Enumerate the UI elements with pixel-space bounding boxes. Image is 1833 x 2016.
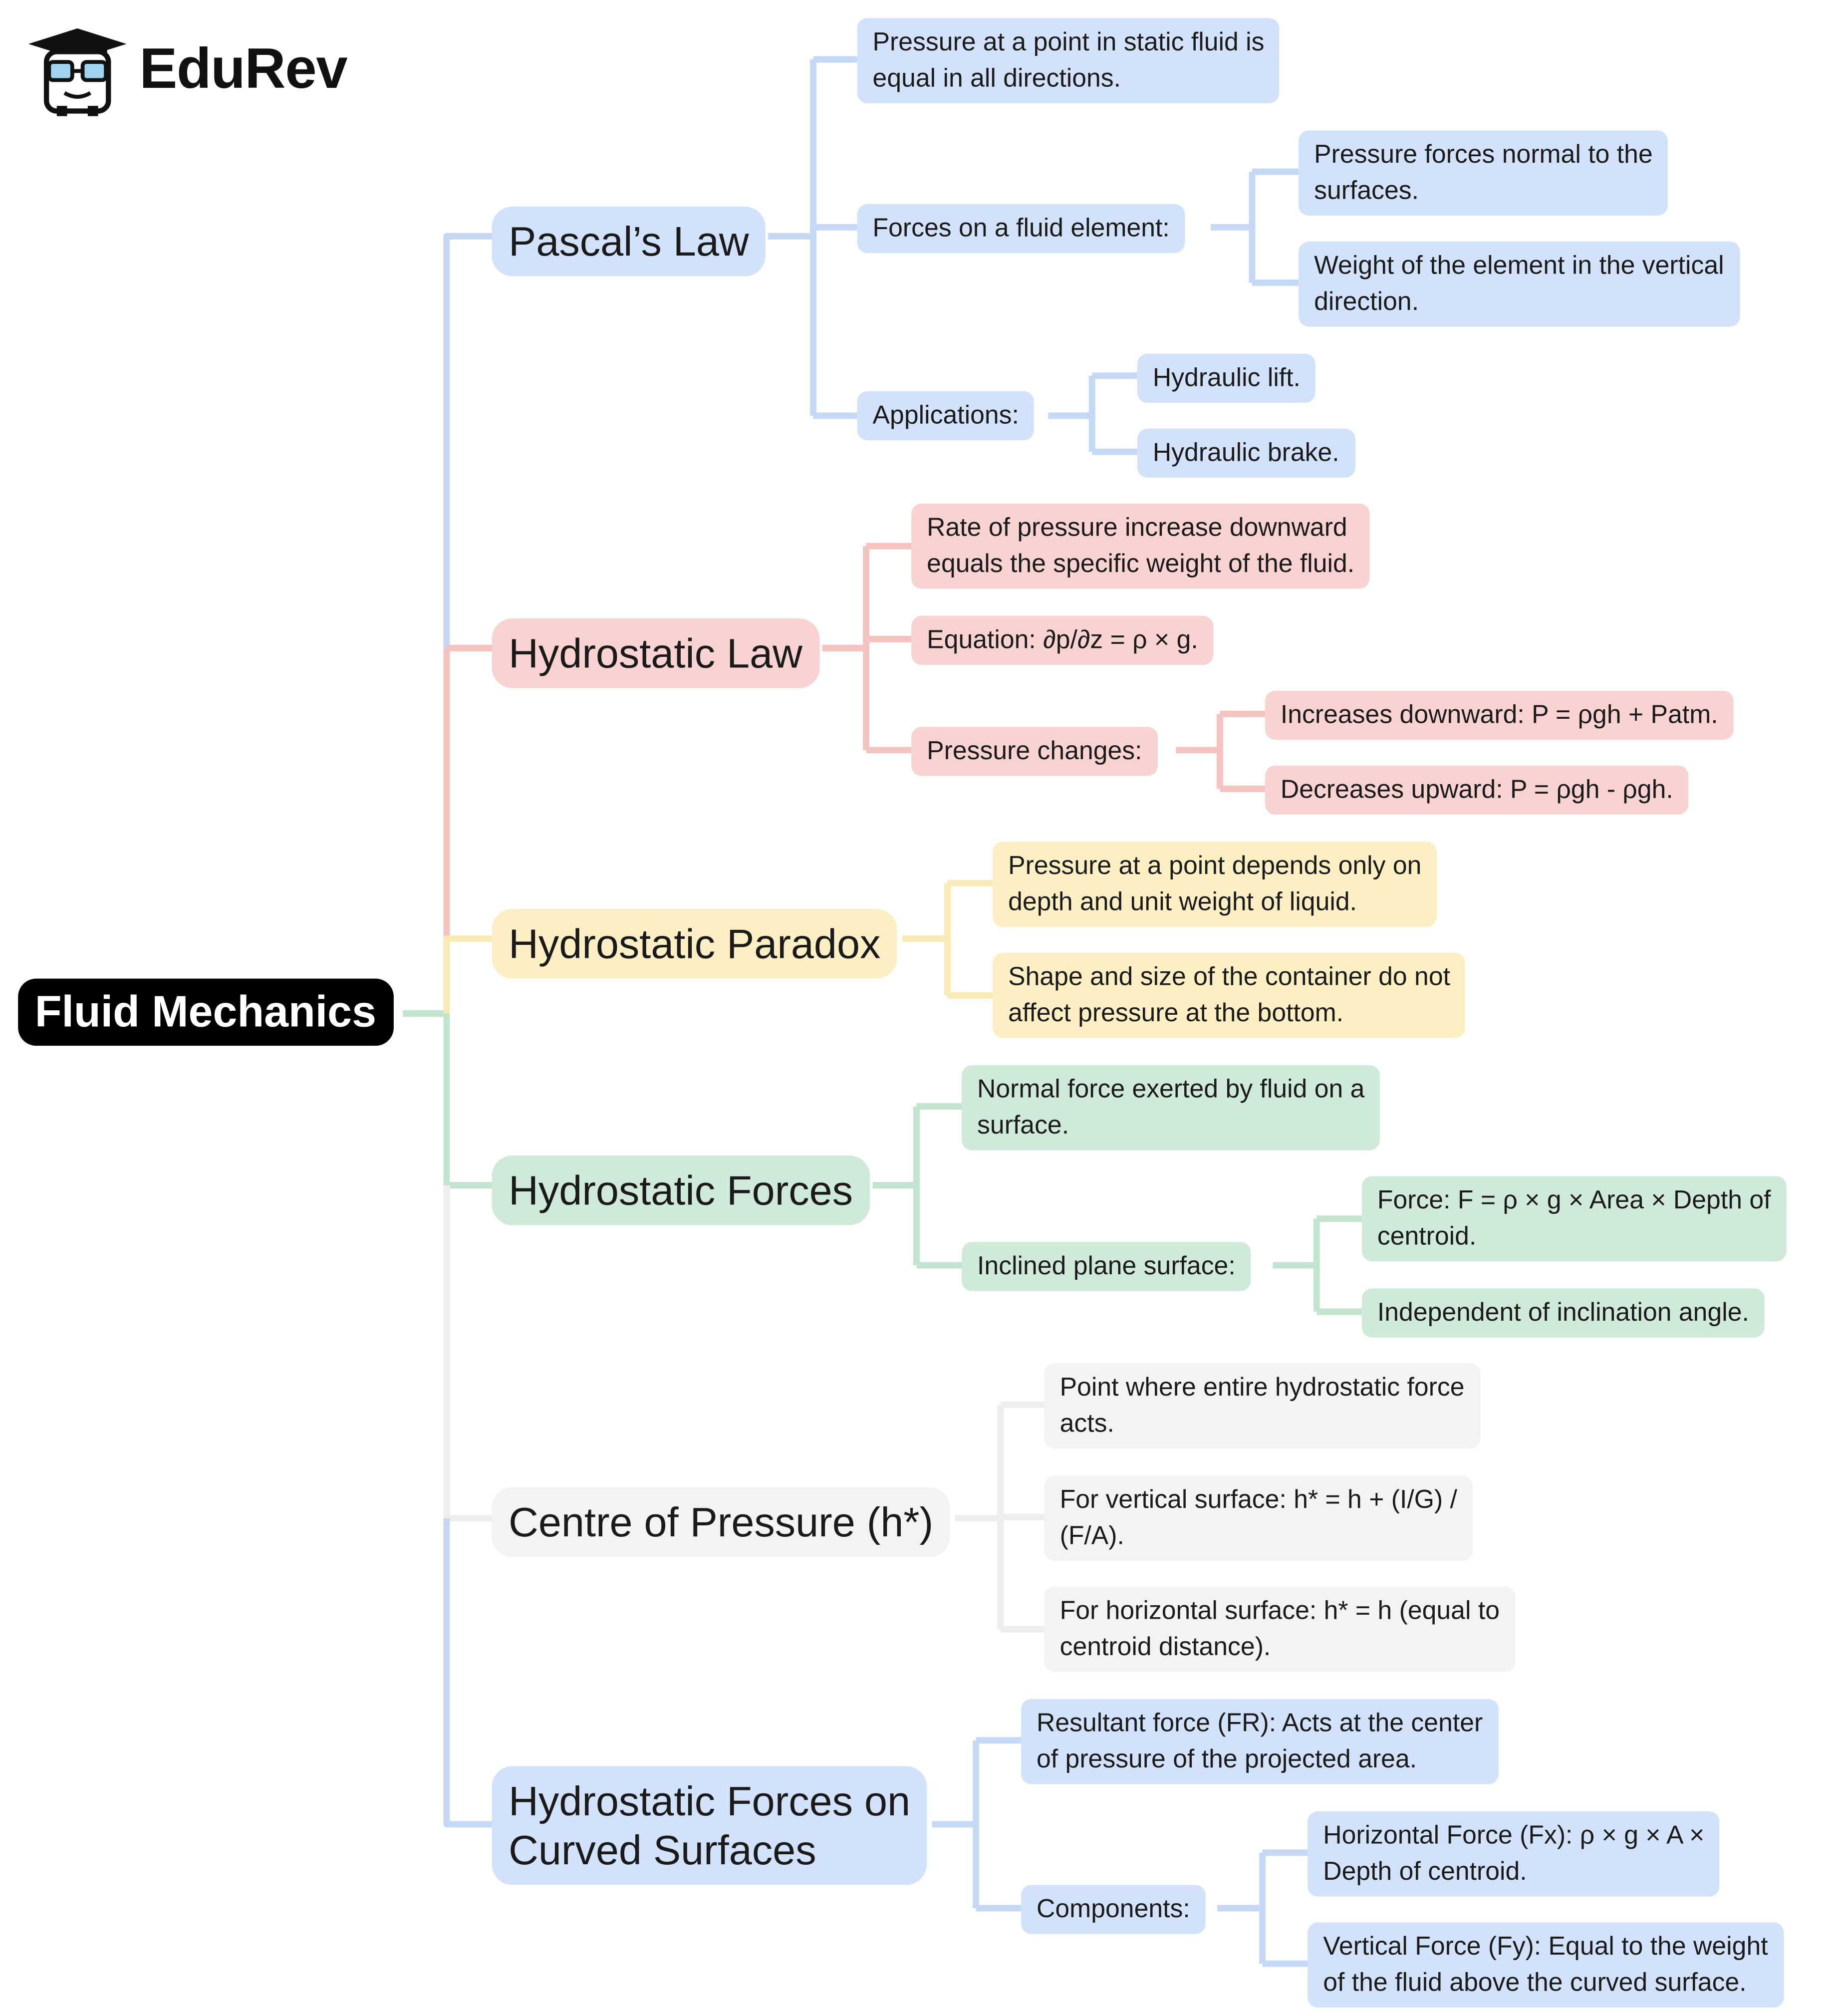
leaf-hl-equation[interactable]: Equation: ∂p/∂z = ρ × g.: [911, 615, 1214, 665]
branch-pascals-law[interactable]: Pascal’s Law: [492, 206, 766, 277]
leaf-curved-vertical[interactable]: Vertical Force (Fy): Equal to the weight…: [1308, 1922, 1784, 2008]
leaf-forces-inclined[interactable]: Inclined plane surface:: [962, 1242, 1251, 1291]
brand-name: EduRev: [139, 37, 347, 101]
leaf-pascal-pressure-forces[interactable]: Pressure forces normal to the surfaces.: [1299, 130, 1668, 216]
leaf-pascal-hydraulic-lift[interactable]: Hydraulic lift.: [1137, 353, 1316, 403]
edurev-logo[interactable]: EduRev: [23, 23, 348, 116]
leaf-paradox-depth[interactable]: Pressure at a point depends only on dept…: [993, 842, 1437, 927]
leaf-cop-vertical[interactable]: For vertical surface: h* = h + (I/G) / (…: [1044, 1475, 1473, 1561]
leaf-hl-pressure-changes[interactable]: Pressure changes:: [911, 727, 1158, 776]
leaf-pascal-weight-element[interactable]: Weight of the element in the vertical di…: [1299, 241, 1740, 327]
leaf-curved-resultant[interactable]: Resultant force (FR): Acts at the center…: [1021, 1699, 1499, 1784]
leaf-cop-point[interactable]: Point where entire hydrostatic force act…: [1044, 1363, 1480, 1449]
root-node[interactable]: Fluid Mechanics: [18, 978, 393, 1046]
branch-hydrostatic-law[interactable]: Hydrostatic Law: [492, 618, 819, 688]
leaf-pascal-forces-on-element[interactable]: Forces on a fluid element:: [857, 204, 1185, 253]
leaf-cop-horizontal[interactable]: For horizontal surface: h* = h (equal to…: [1044, 1586, 1516, 1672]
leaf-forces-formula[interactable]: Force: F = ρ × g × Area × Depth of centr…: [1361, 1176, 1787, 1262]
branch-centre-of-pressure[interactable]: Centre of Pressure (h*): [492, 1487, 950, 1557]
leaf-curved-horizontal[interactable]: Horizontal Force (Fx): ρ × g × A × Depth…: [1308, 1811, 1720, 1897]
leaf-forces-normal[interactable]: Normal force exerted by fluid on a surfa…: [962, 1065, 1380, 1151]
leaf-pascal-applications[interactable]: Applications:: [857, 391, 1035, 441]
leaf-pascal-hydraulic-brake[interactable]: Hydraulic brake.: [1137, 428, 1355, 478]
branch-hydrostatic-paradox[interactable]: Hydrostatic Paradox: [492, 908, 898, 979]
leaf-paradox-shape[interactable]: Shape and size of the container do not a…: [993, 952, 1466, 1038]
branch-hydrostatic-forces[interactable]: Hydrostatic Forces: [492, 1155, 870, 1225]
leaf-hl-decreases-upward[interactable]: Decreases upward: P = ρgh - ρgh.: [1265, 765, 1689, 815]
leaf-curved-components[interactable]: Components:: [1021, 1885, 1206, 1934]
leaf-pascal-equal-directions[interactable]: Pressure at a point in static fluid is e…: [857, 18, 1280, 103]
leaf-hl-increases-downward[interactable]: Increases downward: P = ρgh + Patm.: [1265, 690, 1734, 740]
branch-curved-surfaces[interactable]: Hydrostatic Forces on Curved Surfaces: [492, 1766, 927, 1885]
leaf-hl-rate-of-pressure[interactable]: Rate of pressure increase downward equal…: [911, 503, 1370, 589]
leaf-forces-independent[interactable]: Independent of inclination angle.: [1361, 1288, 1765, 1338]
graduation-cap-mascot-icon: [28, 28, 127, 116]
